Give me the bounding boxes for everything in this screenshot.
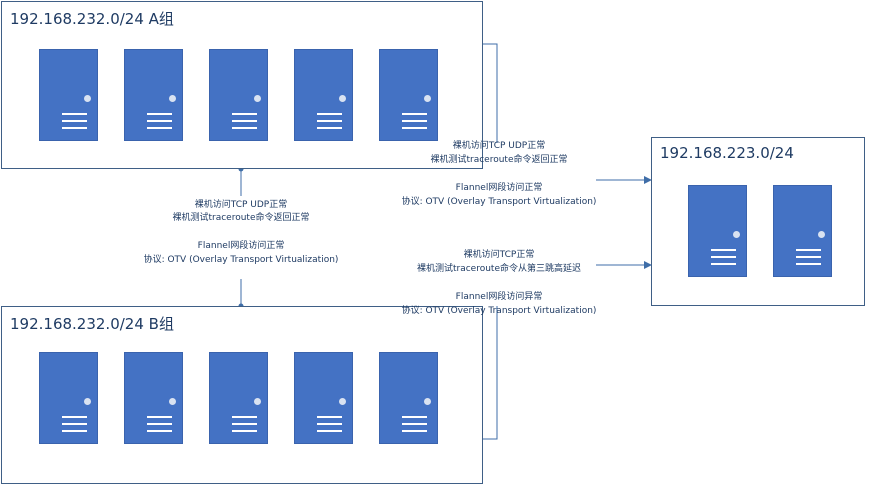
- server-vent-line: [62, 430, 87, 432]
- link-b-c-label-4: 协议: OTV (Overlay Transport Virtualizatio…: [401, 306, 597, 316]
- server-icon: [294, 49, 353, 141]
- server-vent-line: [402, 416, 427, 418]
- server-status-led: [84, 398, 91, 405]
- link-a-bracket: [483, 43, 498, 143]
- server-status-led: [818, 231, 825, 238]
- server-icon: [209, 49, 268, 141]
- server-icon: [688, 185, 747, 277]
- server-vent-line: [232, 416, 257, 418]
- server-vent-line: [232, 127, 257, 129]
- server-vent-line: [62, 113, 87, 115]
- server-vent-line: [796, 263, 821, 265]
- server-vent-line: [232, 423, 257, 425]
- server-vent-line: [796, 249, 821, 251]
- server-vent-line: [232, 120, 257, 122]
- server-vent-line: [402, 120, 427, 122]
- link-a-b-label-4: 协议: OTV (Overlay Transport Virtualizatio…: [143, 255, 339, 265]
- server-status-led: [169, 95, 176, 102]
- server-status-led: [84, 95, 91, 102]
- link-a-c-label-2: 裸机测试traceroute命令返回正常: [430, 155, 568, 165]
- group-b-box: 192.168.232.0/24 B组: [1, 306, 483, 484]
- server-vent-line: [147, 113, 172, 115]
- server-vent-line: [317, 120, 342, 122]
- server-vent-line: [402, 127, 427, 129]
- server-icon: [39, 352, 98, 444]
- server-vent-line: [402, 423, 427, 425]
- link-a-b-label-2: 裸机测试traceroute命令返回正常: [172, 213, 310, 223]
- server-icon: [209, 352, 268, 444]
- server-status-led: [169, 398, 176, 405]
- server-vent-line: [147, 127, 172, 129]
- server-status-led: [339, 95, 346, 102]
- server-icon: [124, 49, 183, 141]
- group-a-box: 192.168.232.0/24 A组: [1, 1, 483, 169]
- server-status-led: [733, 231, 740, 238]
- server-vent-line: [147, 430, 172, 432]
- link-a-c-label-1: 裸机访问TCP UDP正常: [452, 141, 546, 151]
- server-status-led: [339, 398, 346, 405]
- server-vent-line: [711, 263, 736, 265]
- server-icon: [379, 49, 438, 141]
- server-icon: [379, 352, 438, 444]
- server-vent-line: [796, 256, 821, 258]
- server-vent-line: [317, 423, 342, 425]
- server-vent-line: [402, 430, 427, 432]
- server-vent-line: [62, 127, 87, 129]
- link-a-c-label-4: 协议: OTV (Overlay Transport Virtualizatio…: [401, 197, 597, 207]
- server-vent-line: [232, 430, 257, 432]
- server-status-led: [424, 398, 431, 405]
- server-vent-line: [232, 113, 257, 115]
- server-icon: [39, 49, 98, 141]
- server-vent-line: [62, 120, 87, 122]
- server-vent-line: [317, 127, 342, 129]
- link-a-b-label-1: 裸机访问TCP UDP正常: [194, 200, 288, 210]
- group-a-title: 192.168.232.0/24 A组: [10, 10, 174, 28]
- group-b-title: 192.168.232.0/24 B组: [10, 315, 174, 333]
- link-b-c-label-3: Flannel网段访问异常: [455, 292, 543, 302]
- group-c-title: 192.168.223.0/24: [660, 144, 794, 162]
- server-vent-line: [402, 113, 427, 115]
- link-b-c-label-1: 裸机访问TCP正常: [463, 250, 535, 260]
- group-c-box: 192.168.223.0/24: [651, 137, 865, 306]
- server-status-led: [254, 398, 261, 405]
- server-vent-line: [317, 430, 342, 432]
- link-a-c-label-3: Flannel网段访问正常: [455, 183, 543, 193]
- server-vent-line: [62, 423, 87, 425]
- server-vent-line: [317, 113, 342, 115]
- server-status-led: [424, 95, 431, 102]
- server-icon: [294, 352, 353, 444]
- server-vent-line: [147, 120, 172, 122]
- server-vent-line: [711, 256, 736, 258]
- link-b-bracket: [483, 306, 498, 440]
- server-icon: [773, 185, 832, 277]
- server-icon: [124, 352, 183, 444]
- server-vent-line: [711, 249, 736, 251]
- server-vent-line: [147, 423, 172, 425]
- server-vent-line: [147, 416, 172, 418]
- server-vent-line: [62, 416, 87, 418]
- link-a-b-label-3: Flannel网段访问正常: [197, 241, 285, 251]
- server-status-led: [254, 95, 261, 102]
- server-vent-line: [317, 416, 342, 418]
- link-b-c-label-2: 裸机测试traceroute命令从第三跳高延迟: [416, 264, 582, 274]
